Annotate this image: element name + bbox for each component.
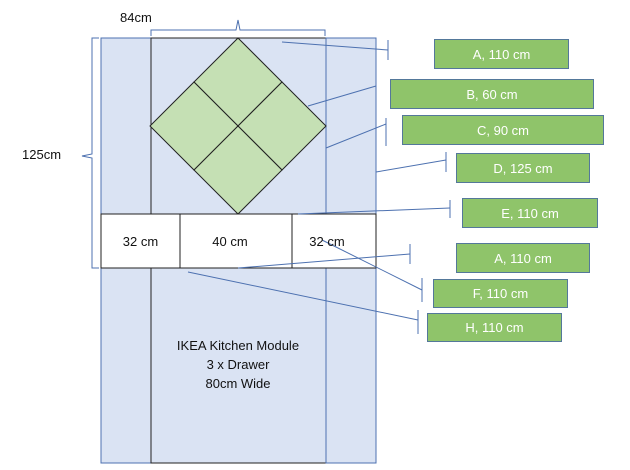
connector-c	[325, 123, 387, 149]
width-label: 84cm	[120, 10, 152, 25]
height-label: 125cm	[22, 147, 62, 162]
connector-a-top	[281, 41, 389, 51]
connector-d	[375, 159, 447, 173]
tag-a-bottom: A, 110 cm	[456, 243, 590, 273]
tag-e: E, 110 cm	[462, 198, 598, 228]
width-brace	[150, 19, 326, 36]
shelf-cell-label-left: 32 cm	[122, 234, 159, 249]
connector-e	[297, 207, 451, 215]
connector-h	[187, 271, 419, 321]
tag-d: D, 125 cm	[456, 153, 590, 183]
shelf-row	[100, 213, 377, 269]
shelf-cell-label-middle: 40 cm	[212, 234, 248, 249]
panel-right-lower	[325, 267, 377, 464]
shelf-cell-label-right: 32 cm	[309, 234, 345, 249]
tag-h: H, 110 cm	[427, 313, 562, 342]
height-brace	[81, 37, 99, 269]
cabinet-caption-line3: 80cm Wide	[205, 376, 271, 391]
tag-c: C, 90 cm	[402, 115, 604, 145]
cabinet-caption-line2: 3 x Drawer	[206, 357, 270, 372]
connector-b	[307, 85, 377, 107]
panel-center-lower	[150, 267, 327, 464]
tag-a-top: A, 110 cm	[434, 39, 569, 69]
diamond-tile-group	[149, 37, 327, 215]
tag-b: B, 60 cm	[390, 79, 594, 109]
panel-left-lower	[100, 267, 152, 464]
connector-f	[321, 239, 423, 291]
cabinet-caption: IKEA Kitchen Module 3 x Drawer 80cm Wide	[138, 336, 338, 393]
tag-f: F, 110 cm	[433, 279, 568, 308]
connector-a-bottom	[237, 253, 411, 269]
cabinet-caption-line1: IKEA Kitchen Module	[176, 338, 300, 353]
